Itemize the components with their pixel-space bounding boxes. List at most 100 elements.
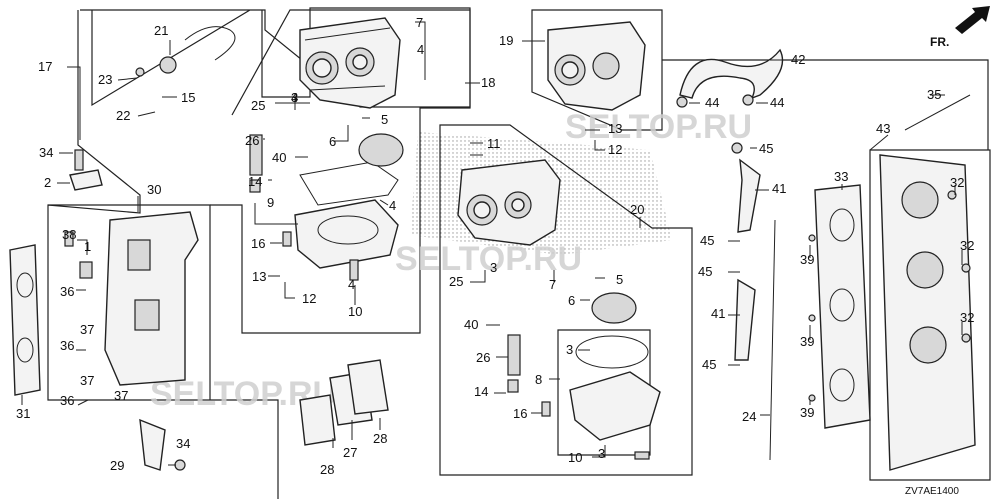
front-label: FR. <box>930 35 949 49</box>
frame-9 <box>210 9 471 334</box>
callout-c5b: 5 <box>616 272 623 287</box>
callout-c39a: 39 <box>800 252 814 267</box>
callout-c13a: 13 <box>252 269 266 284</box>
frame-outer-left <box>47 10 279 499</box>
callout-c10a: 10 <box>348 304 362 319</box>
callout-c36c: 36 <box>60 393 74 408</box>
callout-c4c: 4 <box>389 198 396 213</box>
callout-c44b: 44 <box>770 95 784 110</box>
callout-c32b: 32 <box>960 238 974 253</box>
callout-c26b: 26 <box>476 350 490 365</box>
callout-c2: 2 <box>44 175 51 190</box>
callout-c25a: 25 <box>251 98 265 113</box>
callout-c32a: 32 <box>950 175 964 190</box>
callout-c15: 15 <box>181 90 195 105</box>
callout-c11: 11 <box>487 136 501 151</box>
callout-c10b: 10 <box>568 450 582 465</box>
carburetor-top-right <box>547 21 646 111</box>
callout-c8: 8 <box>535 372 542 387</box>
callout-c22: 22 <box>116 108 130 123</box>
callout-c4d: 4 <box>348 277 355 292</box>
leader-lines <box>21 21 963 466</box>
callout-numbers: 1233334444556677891010111212131314141516… <box>16 15 974 477</box>
callout-c45a: 45 <box>759 141 773 156</box>
callout-c44a: 44 <box>705 95 719 110</box>
callout-c34b: 34 <box>176 436 190 451</box>
callout-c3d: 3 <box>598 446 605 461</box>
frame-19 <box>531 9 663 131</box>
callout-c16b: 16 <box>513 406 527 421</box>
callout-c25b: 25 <box>449 274 463 289</box>
callout-c28a: 28 <box>320 462 334 477</box>
hose-41b <box>734 278 756 361</box>
drawing-code: ZV7AE1400 <box>905 486 959 497</box>
callout-c12a: 12 <box>302 291 316 306</box>
callout-c39c: 39 <box>800 405 814 420</box>
frame-43 <box>869 149 991 481</box>
callout-c45c: 45 <box>698 264 712 279</box>
callout-c14b: 14 <box>474 384 488 399</box>
callout-c4b: 4 <box>291 90 298 105</box>
callout-c41b: 41 <box>711 306 725 321</box>
callout-c7b: 7 <box>549 277 556 292</box>
callout-c16a: 16 <box>251 236 265 251</box>
callout-c3a: 3 <box>291 90 298 105</box>
callout-c37a: 37 <box>80 322 94 337</box>
callout-c35: 35 <box>927 87 941 102</box>
callout-c33: 33 <box>834 169 848 184</box>
callout-c6b: 6 <box>568 293 575 308</box>
callout-c34a: 34 <box>39 145 53 160</box>
callout-c43: 43 <box>876 121 890 136</box>
callout-c37b: 37 <box>80 373 94 388</box>
callout-c13b: 13 <box>608 121 622 136</box>
callout-c38: 38 <box>62 227 76 242</box>
float-bowl-lower <box>569 335 661 441</box>
callout-c1: 1 <box>84 239 91 254</box>
frame-20 <box>439 124 693 476</box>
carburetor-lower <box>457 159 561 246</box>
rod-24 <box>769 219 776 461</box>
callout-c40a: 40 <box>272 150 286 165</box>
callout-c6a: 6 <box>329 134 336 149</box>
callout-c45d: 45 <box>702 357 716 372</box>
callout-c23: 23 <box>98 72 112 87</box>
callout-c31: 31 <box>16 406 30 421</box>
callout-c40b: 40 <box>464 317 478 332</box>
callout-c24: 24 <box>742 409 756 424</box>
callout-c37c: 37 <box>114 388 128 403</box>
intake-manifold <box>104 211 199 386</box>
callout-c20: 20 <box>630 202 644 217</box>
gasket-33 <box>814 184 871 429</box>
callout-c28b: 28 <box>373 431 387 446</box>
callout-c19: 19 <box>499 33 513 48</box>
callout-c32c: 32 <box>960 310 974 325</box>
callout-c45b: 45 <box>700 233 714 248</box>
callout-c3c: 3 <box>566 342 573 357</box>
callout-c36a: 36 <box>60 284 74 299</box>
carburetor-upper <box>299 17 401 109</box>
callout-c41a: 41 <box>772 181 786 196</box>
gasket-upper <box>299 161 399 206</box>
callout-c5a: 5 <box>381 112 388 127</box>
callout-c3b: 3 <box>490 260 497 275</box>
callout-c17: 17 <box>38 59 52 74</box>
hose-41a <box>737 158 761 233</box>
small-parts <box>64 56 971 471</box>
watermark-2: SELTOP.RU <box>395 240 582 278</box>
callout-c36b: 36 <box>60 338 74 353</box>
callout-c42: 42 <box>791 52 805 67</box>
callout-c4a: 4 <box>417 42 424 57</box>
frame-8 <box>557 329 651 456</box>
callout-c39b: 39 <box>800 334 814 349</box>
watermark-1: SELTOP.RU <box>565 108 752 146</box>
callout-c30: 30 <box>147 182 161 197</box>
float-bowl-upper <box>294 199 399 269</box>
callout-c12b: 12 <box>608 142 622 157</box>
cable-21 <box>184 26 236 61</box>
frame-17 <box>80 7 471 108</box>
callout-c18: 18 <box>481 75 495 90</box>
gasket-31 <box>9 244 41 396</box>
callout-c27: 27 <box>343 445 357 460</box>
